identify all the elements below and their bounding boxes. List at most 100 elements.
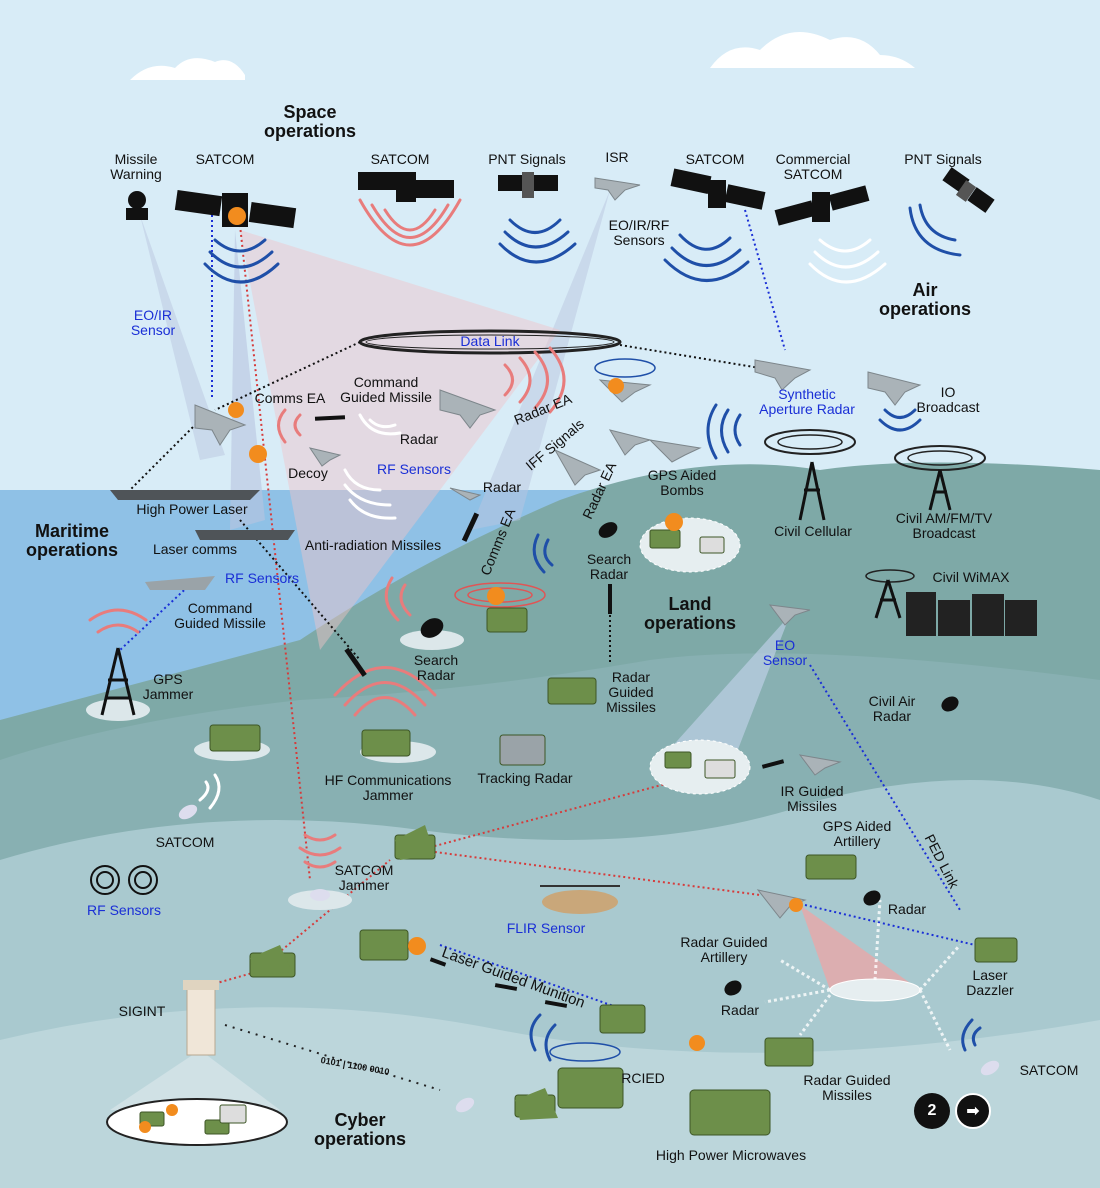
tent [395,825,435,860]
label-rf-sensors-air: RF Sensors [377,461,451,477]
domain-space: Space operations [263,102,357,141]
explosion [689,1035,705,1051]
data-link-ring-inner [365,334,615,350]
aircraft-decoy [308,447,342,467]
explosion [608,378,624,394]
cloud [130,58,245,80]
label-missile-warning: Missile Warning [110,151,162,182]
zone [400,630,464,650]
label-pnt-1: PNT Signals [488,151,566,167]
link [269,859,391,961]
waves-red [88,608,148,634]
aircraft-io [867,371,922,406]
link [804,904,976,946]
missile [608,584,612,614]
sigint-tower [183,980,219,1056]
domain-cyber: Cyber operations [313,1110,407,1149]
vehicle [664,751,692,769]
next-arrow-icon[interactable]: ➡ [955,1093,991,1129]
ship-laser-comms [195,530,295,540]
explosion [408,937,426,955]
waves-blue [706,403,742,460]
radar-dish [980,1060,1000,1076]
emission [798,994,832,1036]
tower-civil-wimax [874,579,902,619]
ring [907,450,973,466]
label-radar-2: Radar [482,479,522,495]
satellite-satcom-2 [358,172,454,202]
waves-red [503,346,566,414]
ship-high-power-laser [110,490,260,500]
label-search-radar-2: Search Radar [413,652,459,683]
missile-warning-station [126,191,148,220]
link [129,419,201,491]
zone [106,1098,288,1146]
eo-sensor-cone [660,615,790,770]
vehicle [704,759,736,779]
ring [594,358,656,378]
label-radar-guided-artillery: Radar Guided Artillery [680,934,768,965]
label-eo-ir-rf-sensors: EO/IR/RF Sensors [608,217,670,248]
label-commercial-satcom: Commercial SATCOM [775,151,851,182]
vehicle [359,929,409,961]
label-eo-sensor: EO Sensor [762,637,808,668]
label-gps-aided-bombs: GPS Aided Bombs [647,467,717,498]
explosion [789,898,803,912]
explosion [665,513,683,531]
tent [515,1088,558,1120]
red-beam [800,905,920,990]
ring [777,434,843,450]
label-data-link: Data Link [460,333,520,349]
waves-grey [358,413,402,436]
explosion [249,445,267,463]
label-laser-dazzler: Laser Dazzler [966,967,1014,998]
vehicle [974,937,1018,963]
label-satcom-3: SATCOM [685,151,745,167]
vehicle [219,1104,247,1124]
ring [549,1042,621,1062]
label-satcom-ground: SATCOM [155,834,215,850]
label-gps-aided-artillery: GPS Aided Artillery [822,818,892,849]
domain-land: Land operations [643,594,737,633]
label-rf-sensors-sea: RF Sensors [225,570,299,586]
domain-air: Air operations [878,280,972,319]
radar-dish [420,618,444,638]
page-number-button[interactable]: 2 [914,1093,950,1129]
explosion [139,1121,151,1133]
vehicle [209,724,261,752]
waves-red [277,408,302,444]
satellite-pnt-1 [498,172,558,198]
label-command-guided-missile-air: Command Guided Missile [340,374,432,405]
tower-civil-am-fm [928,469,952,511]
label-civil-am-fm-tv: Civil AM/FM/TV Broadcast [895,510,993,541]
missile [314,415,346,421]
label-search-radar-1: Search Radar [586,551,632,582]
radar-dish [724,980,742,996]
missile [544,1000,568,1008]
rf-sensor [128,865,158,895]
emission [764,988,831,1004]
label-tracking-radar: Tracking Radar [477,770,573,786]
tower-gps-jammer [100,647,136,716]
emission [918,944,962,991]
vehicle [361,729,411,757]
label-satcom-jammer: SATCOM Jammer [334,862,394,893]
label-decoy: Decoy [288,465,328,481]
aircraft-awacs [439,389,497,429]
label-satcom-4: SATCOM [1019,1062,1079,1078]
label-anti-radiation-missiles: Anti-radiation Missiles [304,537,442,553]
radar-dish [863,890,881,906]
missile [761,759,785,769]
link [744,209,786,351]
link [224,1024,441,1091]
waves-blue [961,1018,982,1052]
waves-blue [878,408,922,432]
waves-blue [203,238,280,284]
link [119,579,196,651]
ring [764,429,856,455]
sigint-cone [110,1050,280,1110]
waves-blue [532,533,554,574]
aircraft-jet-2 [608,429,652,456]
waves-red [298,833,342,869]
